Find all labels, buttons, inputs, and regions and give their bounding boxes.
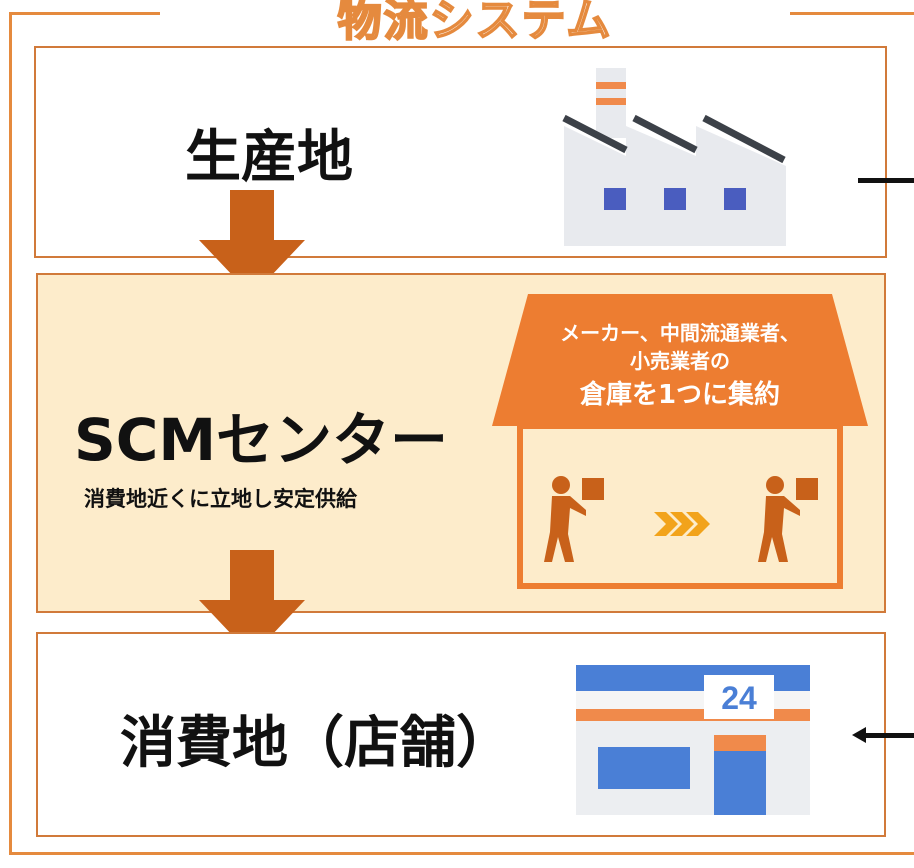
triple-chevron-icon [654,512,710,536]
flow-arrow-down-icon [199,190,305,296]
worker-carrying-box-icon [544,476,604,562]
production-label: 生産地 [185,125,353,190]
warehouse-text-line-2: 小売業者の [630,349,730,373]
flow-arrow-down-icon [199,550,305,656]
warehouse-icon [492,294,868,589]
scm-center-label: SCMセンター [74,406,449,474]
scm-center-subtitle: 消費地近くに立地し安定供給 [84,487,357,511]
store-icon: 24 [576,665,810,815]
title-background [160,0,790,30]
store-sign-number: 24 [721,680,757,716]
worker-carrying-box-icon [758,476,818,562]
factory-icon [562,68,786,246]
outbound-line [858,178,914,183]
consumer-label: 消費地（店舗） [120,711,512,776]
warehouse-text-line-3: 倉庫を1つに集約 [579,380,781,410]
warehouse-text-line-1: メーカー、中間流通業者、 [560,321,800,345]
inbound-arrow-icon [852,727,914,743]
diagram-title: 物流システム [337,0,613,47]
